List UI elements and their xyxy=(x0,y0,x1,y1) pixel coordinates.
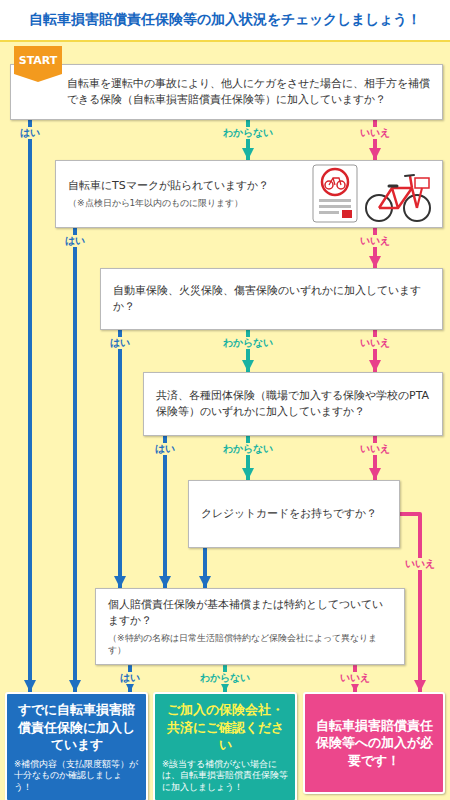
node-text: 自転車損害賠償責任保険等への加入が必要です！ xyxy=(312,717,436,770)
node-text: 共済、各種団体保険（職場で加入する保険や学校のPTA保険等）のいずれかに加入して… xyxy=(156,388,430,420)
question-box: 自転車にTSマークが貼られていますか？ （※点検日から1年以内のものに限ります） xyxy=(55,160,443,228)
flow-arrow xyxy=(246,120,250,160)
edge-label: いいえ xyxy=(358,127,392,139)
node-text: 自動車保険、火災保険、傷害保険のいずれかに加入していますか？ xyxy=(113,283,430,315)
question-box: 個人賠償責任保険が基本補償または特約としてついていますか？ （※特約の名称は日常生… xyxy=(95,588,405,665)
result-box: 自転車損害賠償責任保険等への加入が必要です！ xyxy=(303,692,445,794)
ts-mark-print xyxy=(319,199,351,202)
bicycle-saddle xyxy=(389,185,397,188)
bicycle-handlebar xyxy=(405,175,414,176)
note-text: （※特約の名称は日常生活賠償特約など保険会社によって異なります） xyxy=(108,632,392,656)
edge-label: いいえ xyxy=(403,558,437,570)
note-text: ※該当する補償がない場合には、自転車損害賠償責任保険等に加入しましょう！ xyxy=(162,759,288,793)
bicycle-basket xyxy=(415,178,429,188)
edge-label: いいえ xyxy=(358,337,392,349)
question-box: 自動車保険、火災保険、傷害保険のいずれかに加入していますか？ xyxy=(100,268,443,330)
ts-mark-print xyxy=(319,211,339,214)
bicycle-frame xyxy=(379,176,417,208)
flow-arrow xyxy=(373,120,377,160)
result-box: すでに自転車損害賠償責任保険に加入しています ※補償内容（支払限度額等）が十分なも… xyxy=(5,692,148,800)
edge-label: はい xyxy=(108,337,132,349)
edge-label: わからない xyxy=(221,127,275,139)
start-tab: START xyxy=(14,46,62,74)
node-text: すでに自転車損害賠償責任保険に加入しています xyxy=(14,701,139,754)
node-text: 自転車にTSマークが貼られていますか？ xyxy=(68,178,297,194)
question-box: 自転車を運転中の事故により、他人にケガをさせた場合に、相手方を補償できる保険（自… xyxy=(10,64,443,120)
edge-label: はい xyxy=(63,235,87,247)
edge-label: はい xyxy=(118,672,142,684)
edge-label: いいえ xyxy=(358,443,392,455)
node-text: START xyxy=(19,54,58,67)
edge-label: わからない xyxy=(221,337,275,349)
ts-mark-stamp xyxy=(342,210,352,218)
node-text: クレジットカードをお持ちですか？ xyxy=(201,506,387,522)
question-box: 共済、各種団体保険（職場で加入する保険や学校のPTA保険等）のいずれかに加入して… xyxy=(143,372,443,436)
note-text: （※点検日から1年以内のものに限ります） xyxy=(68,197,297,209)
edge-label: わからない xyxy=(198,672,252,684)
bicycle-fork xyxy=(417,188,422,208)
node-text: 個人賠償責任保険が基本補償または特約としてついていますか？ xyxy=(108,597,392,629)
ts-mark-frame xyxy=(329,178,341,185)
edge-label: いいえ xyxy=(338,672,372,684)
node-text: ご加入の保険会社・共済にご確認ください xyxy=(162,701,288,754)
note-text: ※補償内容（支払限度額等）が十分なものか確認しましょう！ xyxy=(14,759,139,793)
flow-arrow xyxy=(118,330,122,588)
flow-arrow xyxy=(203,548,207,588)
edge-label: いいえ xyxy=(358,235,392,247)
flow-arrow xyxy=(373,228,377,268)
title-band: 自転車損害賠償責任保険等の加入状況をチェックしましょう！ xyxy=(0,0,450,42)
ts-mark-ring xyxy=(322,169,348,195)
flow-arrow xyxy=(163,436,167,588)
flow-arrow xyxy=(28,120,32,692)
ts-mark-and-bicycle-illustration xyxy=(312,164,434,224)
result-box: ご加入の保険会社・共済にご確認ください ※該当する補償がない場合には、自転車損害賠… xyxy=(153,692,297,800)
ts-mark-print xyxy=(319,205,351,208)
edge-label: はい xyxy=(18,127,42,139)
ts-mark-sticker xyxy=(313,165,357,222)
question-box: クレジットカードをお持ちですか？ xyxy=(188,480,400,548)
title: 自転車損害賠償責任保険等の加入状況をチェックしましょう！ xyxy=(23,11,427,29)
flow-arrow xyxy=(73,228,77,692)
edge-label: はい xyxy=(153,443,177,455)
edge-label: わからない xyxy=(221,443,275,455)
node-text: 自転車を運転中の事故により、他人にケガをさせた場合に、相手方を補償できる保険（自… xyxy=(67,76,430,108)
